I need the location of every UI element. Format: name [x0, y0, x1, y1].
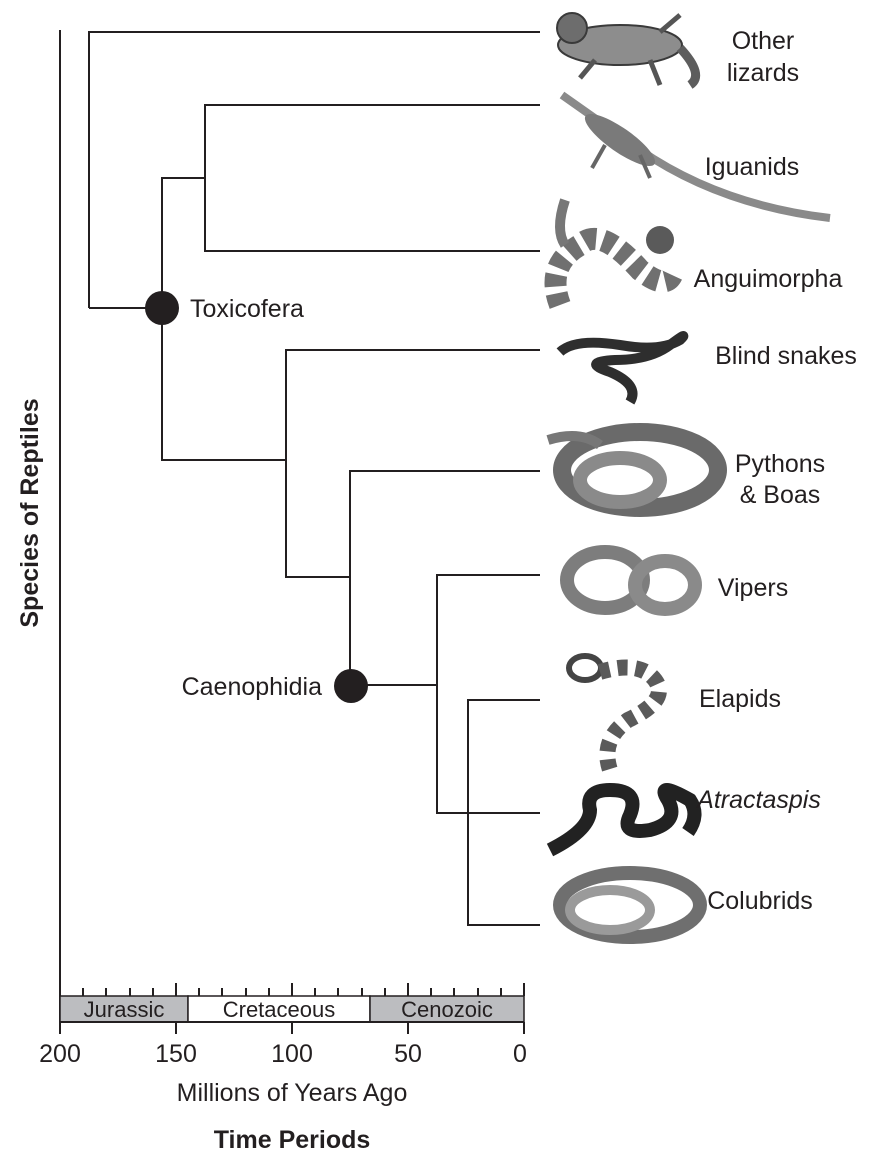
branch-iguanid-anguimorph [205, 105, 540, 251]
taxon-label: lizards [727, 59, 799, 87]
tree-branches [89, 32, 540, 925]
caenophidia-node [334, 669, 368, 703]
x-tick-label: 0 [513, 1040, 527, 1068]
x-tick-label: 150 [155, 1040, 197, 1068]
period-label: Cretaceous [223, 997, 336, 1022]
toxicofera-label: Toxicofera [190, 295, 304, 323]
branch-vipers [437, 575, 540, 813]
caenophidia-label: Caenophidia [182, 673, 322, 701]
branch-blind-snakes [286, 350, 540, 577]
taxon-label: Pythons [735, 450, 825, 478]
x-axis-title: Time Periods [214, 1126, 371, 1154]
branch-lizard-clade [162, 178, 205, 308]
toxicofera-node [145, 291, 179, 325]
gecko-image [557, 13, 696, 85]
taxon-label: Blind snakes [715, 342, 857, 370]
gila-monster-image [556, 200, 675, 305]
coral-snake-image [569, 656, 659, 770]
x-tick-label: 50 [394, 1040, 422, 1068]
x-axis-label: Millions of Years Ago [177, 1079, 408, 1107]
taxon-label: Elapids [699, 685, 781, 713]
branch-root [89, 32, 540, 308]
viper-image [567, 552, 695, 609]
atractaspis-image [550, 790, 695, 850]
x-tick-label: 200 [39, 1040, 81, 1068]
period-label: Jurassic [84, 997, 165, 1022]
python-image [548, 432, 718, 508]
period-label: Cenozoic [401, 997, 493, 1022]
taxon-label: Other [732, 27, 795, 55]
period-bar: Jurassic Cretaceous Cenozoic [60, 996, 524, 1022]
taxon-label: Vipers [718, 574, 788, 602]
taxon-label: Anguimorpha [694, 265, 843, 293]
taxon-label: & Boas [740, 481, 821, 509]
blind-snake-image [560, 336, 683, 402]
colubrid-image [560, 873, 700, 937]
branch-pythons [350, 471, 540, 685]
taxon-label: Atractaspis [695, 786, 821, 814]
x-tick-label: 100 [271, 1040, 313, 1068]
y-axis-label: Species of Reptiles [16, 398, 44, 627]
branch-snake-clade [162, 308, 286, 460]
taxon-label: Colubrids [707, 887, 813, 915]
taxon-label: Iguanids [705, 153, 800, 181]
